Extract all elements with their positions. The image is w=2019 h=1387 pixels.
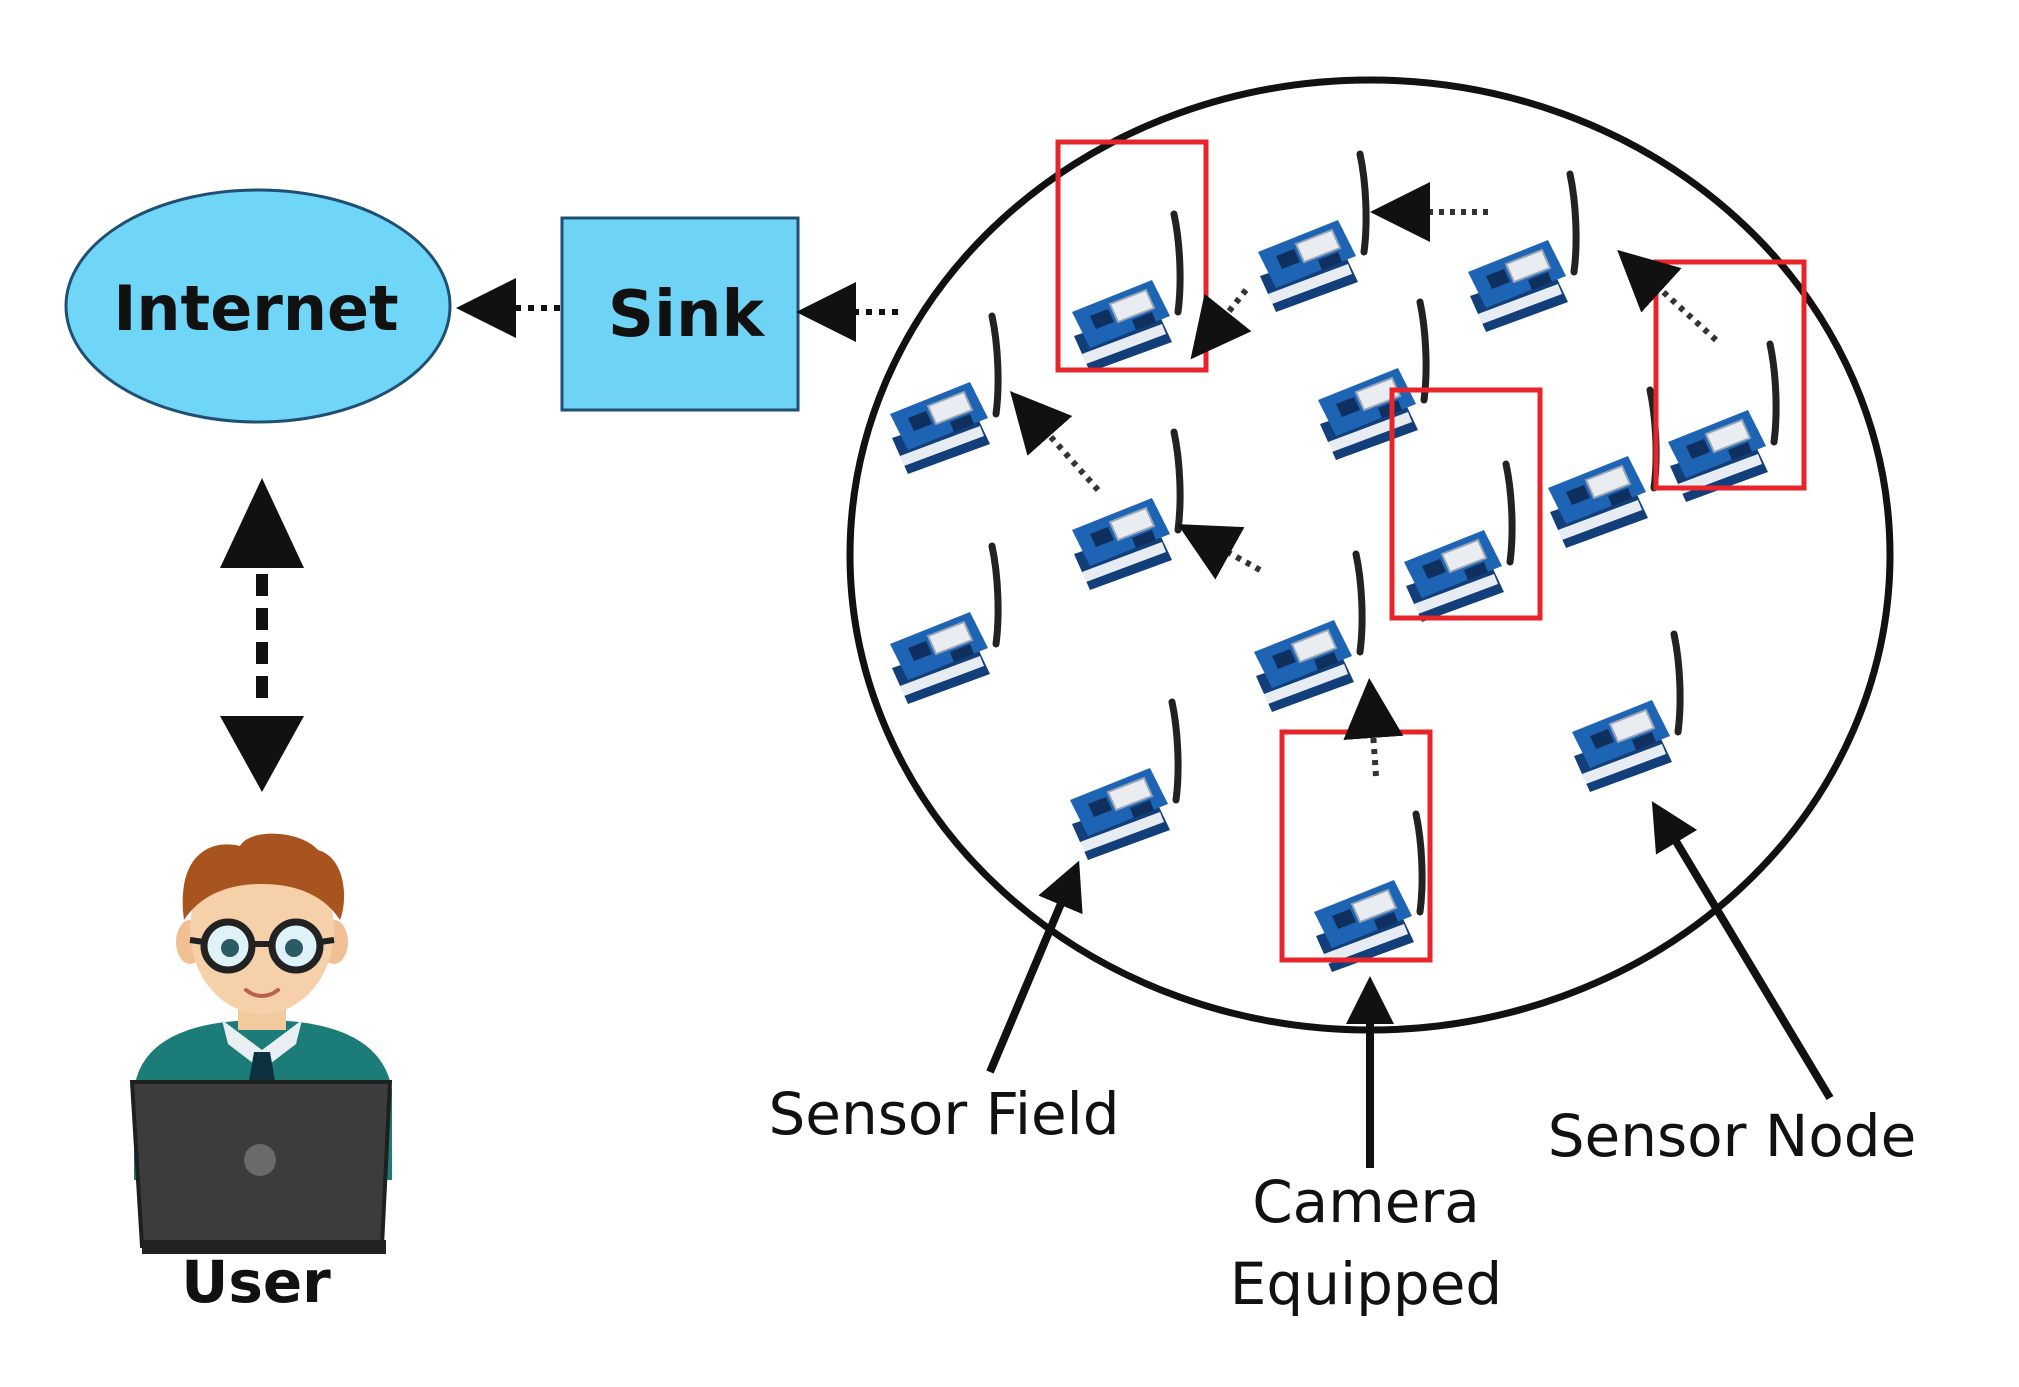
user-label: User — [181, 1248, 331, 1316]
sensor-node-icon — [1258, 154, 1366, 312]
hop-arrow — [1343, 678, 1404, 777]
hop-arrow — [1190, 288, 1252, 360]
hop-arrow — [1177, 524, 1262, 580]
camera-equipped-label-line1: Camera — [1252, 1168, 1480, 1236]
sensor-field: Sensor Field Camera Equipped Sensor Node — [768, 76, 1917, 1318]
hop-arrow — [1010, 391, 1101, 492]
camera-node-box — [1389, 387, 1543, 621]
internet-label: Internet — [113, 272, 398, 345]
sensor-node-icon — [1072, 214, 1180, 372]
sink-label: Sink — [608, 278, 766, 352]
sensor-node-icon — [1072, 432, 1180, 590]
camera-node-box — [1653, 259, 1807, 491]
sensor-node-icon — [1070, 702, 1178, 860]
sensor-node-icon — [1314, 814, 1422, 972]
laptop-icon — [129, 1080, 393, 1254]
sink-node: Sink — [560, 216, 800, 412]
internet-node: Internet — [64, 188, 452, 424]
pointer-sensor-node — [1651, 801, 1834, 1101]
camera-equipped-label-line2: Equipped — [1230, 1250, 1502, 1318]
sensor-node-icon — [1318, 302, 1426, 460]
sensor-node-icon — [1668, 344, 1776, 502]
sensor-node-icon — [1572, 634, 1680, 792]
pointer-sensor-field — [986, 860, 1083, 1074]
sensor-node-icon — [890, 546, 998, 704]
sensor-node-icon — [1254, 554, 1362, 712]
arrow-internet-user — [220, 478, 304, 792]
sensor-node-icon — [1404, 464, 1512, 622]
sensor-field-label: Sensor Field — [768, 1080, 1119, 1148]
camera-node-box — [1055, 139, 1209, 373]
sensor-node-label: Sensor Node — [1548, 1102, 1917, 1170]
sensor-node-icon — [1548, 390, 1656, 548]
hop-arrow — [1617, 249, 1719, 343]
user-figure: User — [129, 833, 393, 1316]
sensor-node-icon — [1468, 174, 1576, 332]
